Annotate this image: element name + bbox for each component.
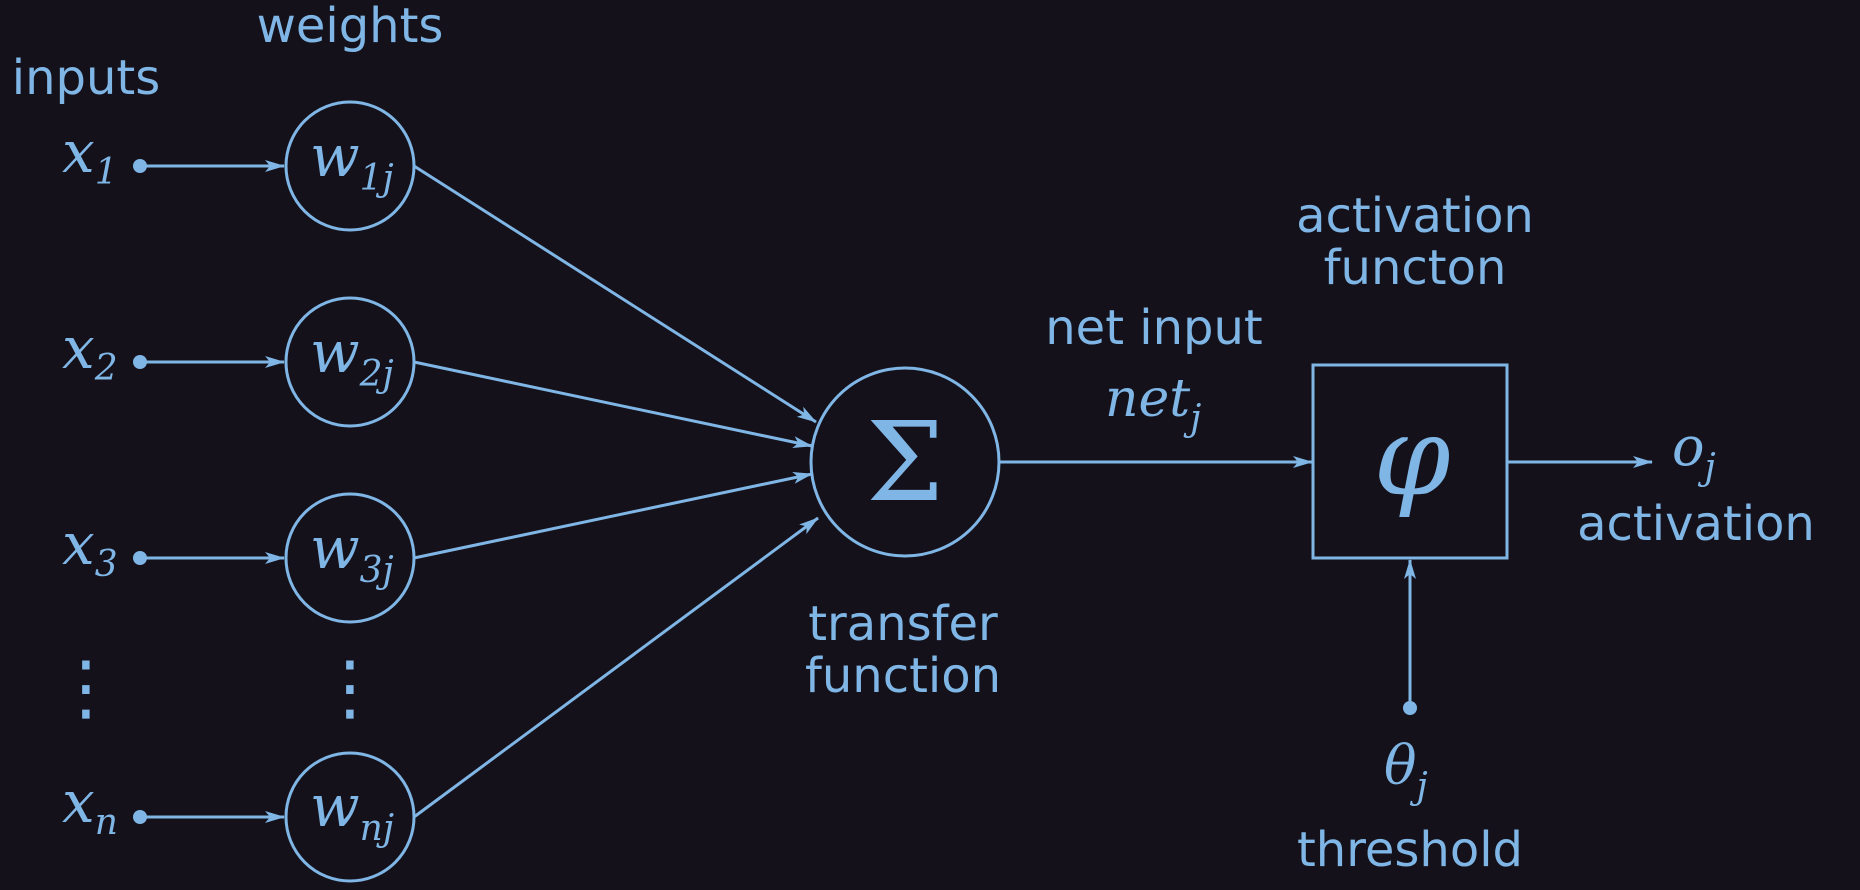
weights-ellipsis: ⋮	[314, 645, 386, 729]
weight-sum-arrow-1	[413, 164, 817, 424]
weights-label: weights	[257, 0, 444, 54]
theta-j-label: θj	[1384, 734, 1428, 807]
sum-symbol: Σ	[866, 398, 944, 526]
weight-sum-arrow-3	[413, 472, 813, 560]
weight-w3j-label: w3j	[310, 514, 394, 591]
net-j-label: netj	[1105, 369, 1201, 439]
input-x2-label: x2	[62, 314, 118, 389]
inputs-label: inputs	[12, 50, 160, 106]
output-oj-label: oj	[1672, 415, 1716, 488]
activation-label: activation	[1577, 496, 1815, 552]
threshold-label: threshold	[1297, 822, 1523, 878]
input-x3-label: x3	[62, 510, 118, 585]
net-input-label: net input	[1045, 300, 1263, 356]
weight-w2j-label: w2j	[310, 318, 394, 395]
weight-sum-arrow-2	[413, 360, 813, 448]
weight-wnj-label: wnj	[310, 772, 394, 849]
phi-symbol: φ	[1373, 392, 1450, 520]
activation-function-label-1: activation	[1296, 188, 1534, 244]
weight-w1j-label: w1j	[310, 122, 394, 199]
input-xn-label: xn	[62, 768, 118, 843]
activation-function-label-2: functon	[1324, 240, 1507, 296]
transfer-label-2: function	[805, 648, 1001, 704]
weight-sum-arrow-n	[413, 516, 819, 819]
transfer-label-1: transfer	[808, 596, 998, 652]
input-x1-label: x1	[62, 118, 118, 193]
inputs-ellipsis: ⋮	[50, 645, 122, 729]
